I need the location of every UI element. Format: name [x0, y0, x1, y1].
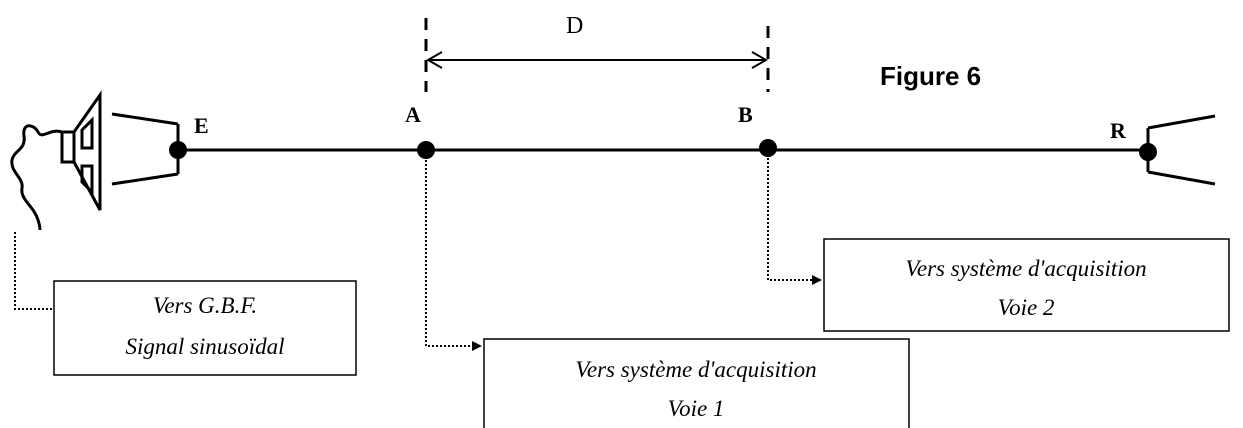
point-e	[169, 141, 187, 159]
loudspeaker-icon	[10, 90, 102, 231]
channel2-connector	[767, 158, 822, 285]
distance-label: D	[566, 13, 583, 39]
label-e: E	[194, 113, 209, 138]
point-b	[759, 139, 777, 157]
label-a: A	[405, 102, 421, 127]
channel1-connector	[425, 160, 482, 351]
point-a	[417, 141, 435, 159]
label-b: B	[738, 102, 753, 127]
label-r: R	[1110, 118, 1127, 143]
channel1-box-line1: Vers système d'acquisition	[575, 357, 816, 382]
channel2-box: Vers système d'acquisition Voie 2	[823, 238, 1230, 332]
channel2-box-line2: Voie 2	[998, 295, 1055, 320]
receiver-horn-icon	[1146, 114, 1216, 186]
emitter-horn-icon	[111, 112, 180, 186]
channel1-box: Vers système d'acquisition Voie 1	[483, 338, 910, 428]
channel1-box-line2: Voie 1	[668, 396, 725, 421]
channel2-box-line1: Vers système d'acquisition	[905, 256, 1146, 281]
point-r	[1139, 143, 1157, 161]
figure-title: Figure 6	[880, 61, 981, 91]
distance-arrow	[425, 51, 769, 69]
gbf-box: Vers G.B.F. Signal sinusoïdal	[53, 280, 357, 376]
gbf-box-line2: Signal sinusoïdal	[125, 334, 284, 359]
gbf-box-line1: Vers G.B.F.	[153, 293, 257, 318]
